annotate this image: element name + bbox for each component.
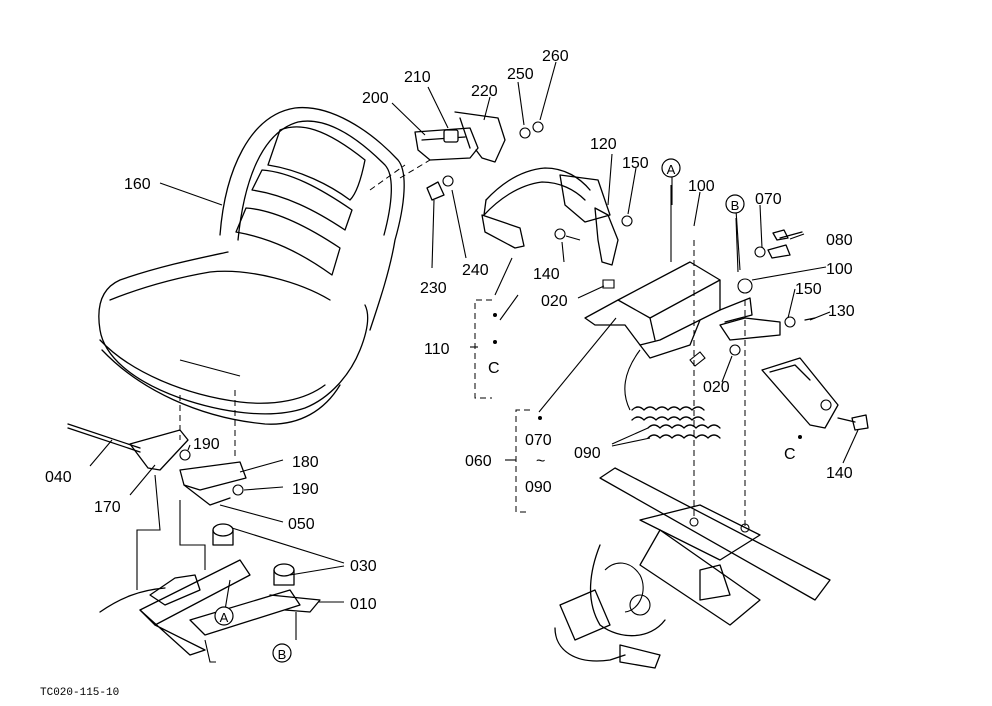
label-020-lower: 020: [703, 379, 730, 396]
label-160: 160: [124, 176, 151, 193]
marker-b-top: B: [731, 198, 740, 213]
seat-rails: [67, 390, 321, 663]
label-130: 130: [828, 303, 855, 320]
label-060: 060: [465, 453, 492, 470]
label-090: 090: [574, 445, 601, 462]
label-050: 050: [288, 516, 315, 533]
label-110: 110: [424, 341, 450, 358]
label-010: 010: [350, 596, 377, 613]
label-100-right: 100: [826, 261, 853, 278]
part-labels: 160 200 210 220 250 260 230 240 120 150 …: [40, 48, 855, 699]
seat-bracket: [584, 229, 816, 367]
label-200: 200: [362, 90, 389, 107]
reference-markers: A B A B: [214, 158, 802, 663]
label-220: 220: [471, 83, 498, 100]
label-120: 120: [590, 136, 617, 153]
label-190-left: 190: [193, 436, 220, 453]
label-210: 210: [404, 69, 431, 86]
label-150-right: 150: [795, 281, 822, 298]
label-080: 080: [826, 232, 853, 249]
marker-a-top: A: [667, 162, 676, 177]
label-100-top: 100: [688, 178, 715, 195]
label-040: 040: [45, 469, 72, 486]
marker-b-circle-lower: [272, 643, 292, 663]
label-tilde: ~: [536, 453, 545, 470]
label-240: 240: [462, 262, 489, 279]
seat-assembly: [98, 106, 406, 425]
label-190-right: 190: [292, 481, 319, 498]
springs: [624, 349, 721, 439]
tractor-body: [554, 240, 831, 669]
label-260: 260: [542, 48, 569, 65]
gas-strut: [761, 357, 869, 431]
label-140-lower: 140: [826, 465, 853, 482]
leader-lines: [89, 61, 859, 603]
label-230: 230: [420, 280, 447, 297]
label-030: 030: [350, 558, 377, 575]
marker-b-lower: B: [278, 647, 287, 662]
label-170: 170: [94, 499, 121, 516]
label-250: 250: [507, 66, 534, 83]
marker-b-circle: [725, 194, 745, 214]
marker-a-circle-lower: [214, 606, 234, 626]
label-150-top: 150: [622, 155, 649, 172]
marker-a-circle: [661, 158, 681, 178]
label-090-range: 090: [525, 479, 552, 496]
label-140-top: 140: [533, 266, 560, 283]
upper-brackets: [399, 111, 544, 201]
drawing-code: TC020-115-10: [40, 687, 119, 699]
label-020-top: 020: [541, 293, 568, 310]
marker-a-lower: A: [220, 610, 229, 625]
label-c-belt: C: [488, 360, 500, 377]
label-070-top: 070: [755, 191, 782, 208]
seat-belt: [481, 167, 633, 289]
label-070-range: 070: [525, 432, 552, 449]
label-180: 180: [292, 454, 319, 471]
label-c-strut: C: [784, 446, 796, 463]
